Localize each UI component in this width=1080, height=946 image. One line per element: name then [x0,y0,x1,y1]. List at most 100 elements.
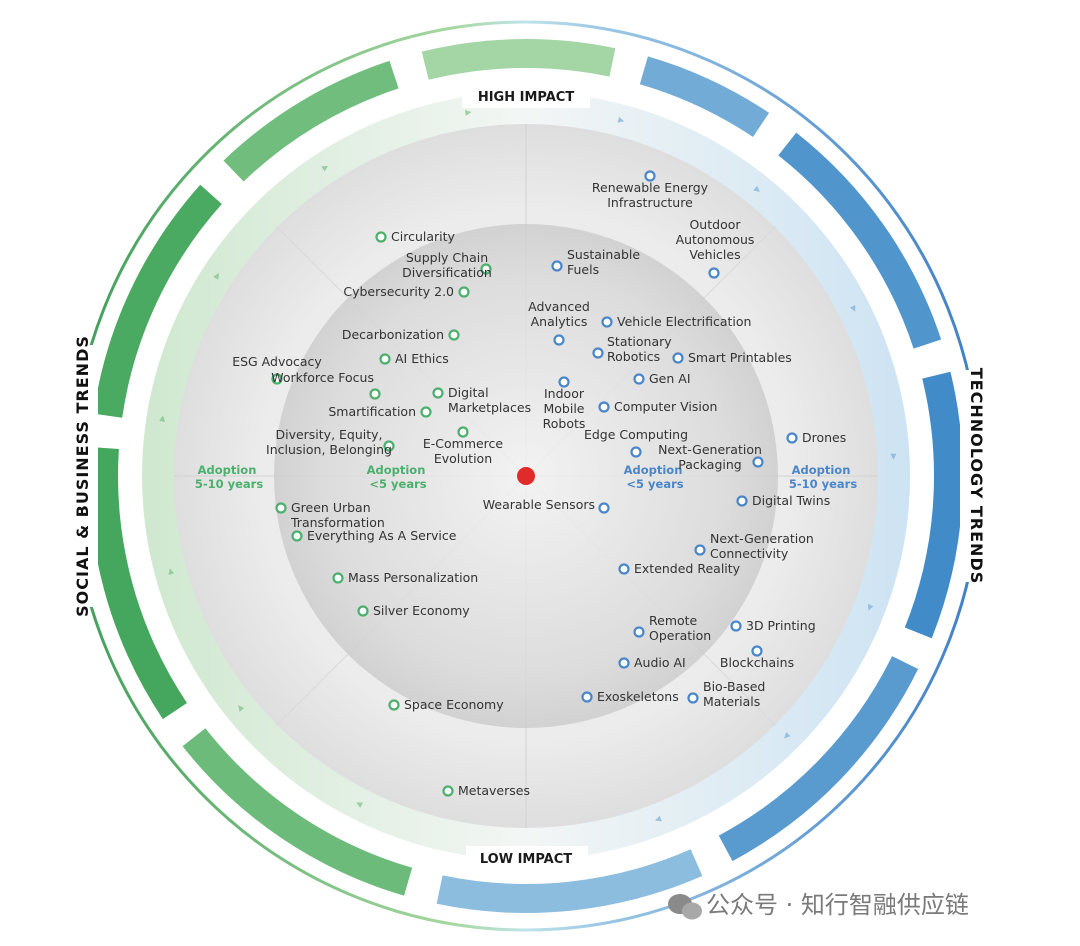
band-segment [778,132,942,349]
band-segment [718,656,919,862]
social-trend: Silver Economy [357,603,470,618]
social-trend: Diversity, Equity,Inclusion, Belonging [266,427,395,457]
social-trend-marker [275,502,287,514]
ring-arrow-icon [159,415,166,422]
adoption-left-outer-line1: Adoption [198,463,257,477]
social-trend-marker [332,572,344,584]
adoption-left-inner-line2: <5 years [369,477,426,491]
social-trend-marker [420,406,432,418]
tech-trend: Audio AI [618,655,686,670]
wechat-icon [668,894,702,920]
high-impact-label: HIGH IMPACT [478,90,575,105]
social-trend-label: Metaverses [458,783,530,798]
tech-trend-marker [551,260,563,272]
tech-trend: Extended Reality [618,561,741,576]
social-trend-marker [379,353,391,365]
tech-trend-label: Smart Printables [688,350,792,365]
tech-trend: Digital Twins [736,493,830,508]
social-trend-label: Circularity [391,229,456,244]
ring-arrow-icon [867,604,874,611]
adoption-right-outer-line2: 5-10 years [789,477,858,491]
technology-trends-title: TECHNOLOGY TRENDS [967,368,986,585]
tech-trend-label: Wearable Sensors [483,497,595,512]
tech-trend-marker [598,502,610,514]
social-trend-label: ESG Advocacy [232,354,322,369]
social-trend-marker [357,605,369,617]
social-trend: Smartification [328,404,432,419]
low-impact-bg [466,846,588,870]
tech-trend-marker [592,347,604,359]
tech-trend-marker [694,544,706,556]
ring-arrow-icon [464,110,472,116]
tech-trend: Exoskeletons [581,689,679,704]
tech-trend-marker [708,267,720,279]
tech-trend-marker [751,645,763,657]
band-segment [421,38,616,80]
tech-trend-marker [581,691,593,703]
tech-trend-label: Exoskeletons [597,689,679,704]
social-trend-label: Space Economy [404,697,504,712]
social-trend: Mass Personalization [332,570,478,585]
tech-trend-marker [618,563,630,575]
band-segment [89,447,187,720]
center-dot [517,467,535,485]
adoption-right-inner-line1: Adoption [624,463,683,477]
tech-trend-marker [687,692,699,704]
ring-arrow-icon [655,815,662,822]
social-trend-marker [388,699,400,711]
social-trend-label: AI Ethics [395,351,449,366]
band-segment [639,56,770,137]
ring-arrows [159,110,897,822]
tech-trend-label: Vehicle Electrification [617,314,751,329]
ring-arrow-icon [168,568,175,575]
tech-trend: Wearable Sensors [483,497,610,514]
tech-trend: Vehicle Electrification [601,314,751,329]
social-trend-label: Workforce Focus [271,370,374,385]
social-trend-marker [432,387,444,399]
tech-trend: Gen AI [633,371,691,386]
tech-trend-marker [553,334,565,346]
social-trend-marker [383,440,395,452]
social-trend: Cybersecurity 2.0 [343,284,470,299]
tech-trend-marker [786,432,798,444]
social-trend: Workforce Focus [271,370,381,400]
social-trend-label: Cybersecurity 2.0 [343,284,454,299]
ring-arrow-icon [238,705,245,712]
tech-trend-marker [736,495,748,507]
tech-trend-marker [730,620,742,632]
social-trend-marker [458,286,470,298]
tech-trend-marker [644,170,656,182]
adoption-left-outer: Adoption 5-10 years [195,463,264,491]
tech-trend: Edge Computing [584,427,688,458]
ring-arrow-icon [356,802,363,808]
ring-arrow-icon [753,185,760,192]
tech-trend-marker [618,657,630,669]
social-trend-marker [271,373,283,385]
tech-trend-label: Digital Twins [752,493,830,508]
social-trend-marker [457,426,469,438]
social-trend: Everything As A Service [291,528,457,543]
social-trend-label: Smartification [328,404,416,419]
social-trend-marker [480,263,492,275]
